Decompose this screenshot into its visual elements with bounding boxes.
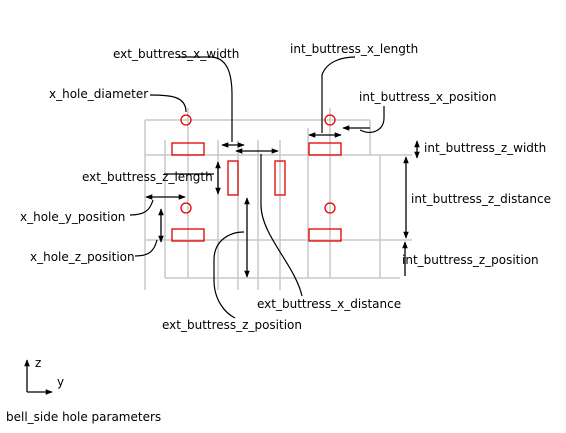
label-int-buttress-z-width: int_buttress_z_width <box>424 141 546 155</box>
label-int-buttress-z-distance: int_buttress_z_distance <box>411 192 551 206</box>
label-x-hole-z-position: x_hole_z_position <box>30 250 135 264</box>
parameter-labels: ext_buttress_x_width int_buttress_x_leng… <box>20 42 551 332</box>
y-axis-label: y <box>57 375 64 389</box>
ext-buttress-right <box>274 160 286 196</box>
int-buttress-bottom-right <box>308 228 342 242</box>
dimension-arrows <box>145 125 420 278</box>
x-hole-top-right <box>324 114 336 126</box>
x-hole-bottom-right <box>324 202 336 214</box>
label-ext-buttress-x-width: ext_buttress_x_width <box>113 47 239 61</box>
label-x-hole-y-position: x_hole_y_position <box>20 210 125 224</box>
label-ext-buttress-z-length: ext_buttress_z_length <box>82 170 213 184</box>
x-hole-top-left <box>180 114 192 126</box>
z-axis-label: z <box>35 356 41 370</box>
int-buttress-top-right <box>308 142 342 156</box>
label-int-buttress-z-position: int_buttress_z_position <box>402 253 539 267</box>
x-hole-bottom-left <box>180 202 192 214</box>
construction-lines <box>144 108 412 290</box>
label-ext-buttress-z-position: ext_buttress_z_position <box>162 318 302 332</box>
label-x-hole-diameter: x_hole_diameter <box>49 87 148 101</box>
label-ext-buttress-x-distance: ext_buttress_x_distance <box>257 297 401 311</box>
int-buttress-bottom-left <box>171 228 205 242</box>
label-int-buttress-x-length: int_buttress_x_length <box>290 42 418 56</box>
diagram-caption: bell_side hole parameters <box>6 410 161 424</box>
label-int-buttress-x-position: int_buttress_x_position <box>359 90 496 104</box>
axes-indicator: z y <box>24 356 64 395</box>
int-buttress-top-left <box>171 142 205 156</box>
part-features <box>171 114 342 242</box>
leader-lines <box>129 56 385 319</box>
ext-buttress-left <box>227 160 239 196</box>
